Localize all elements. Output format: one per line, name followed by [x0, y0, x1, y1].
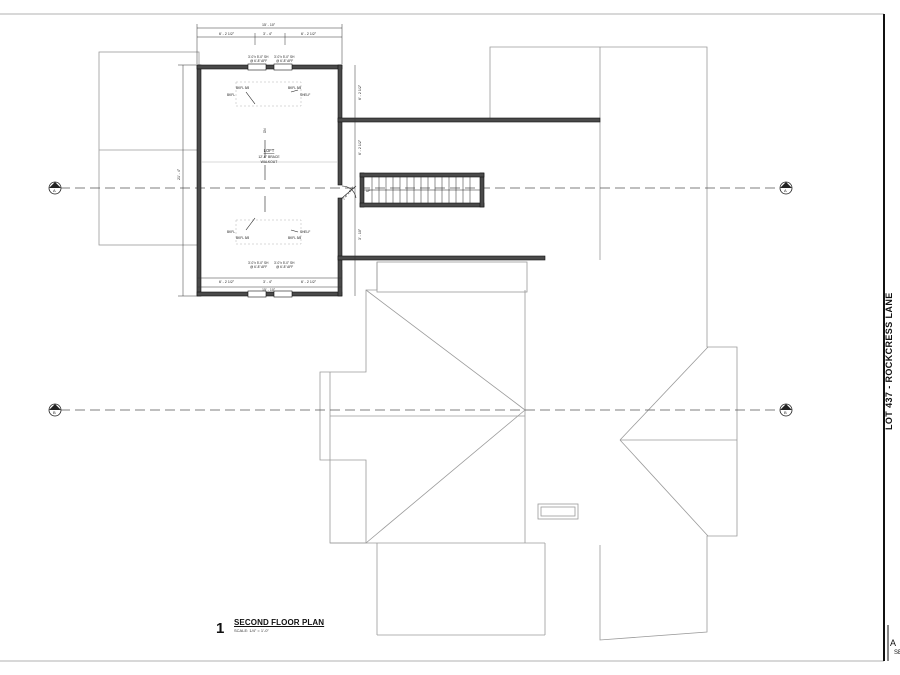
- dim-top-overall: 15' - 10": [262, 23, 276, 27]
- window-tag-bottom-right: 3'-0"x 5'-0" SH: [274, 261, 295, 265]
- dim-top-right: 6' - 2 1/2": [301, 32, 317, 36]
- closet-tag-a: BKFL 5/8: [236, 86, 249, 90]
- grid-label-a-left: A: [53, 188, 56, 193]
- window-tag-bottom-left-2: @ 6'-8" AFF: [250, 265, 267, 269]
- dim-side-left: 21' - 4": [177, 168, 181, 180]
- stair-up-tag: UP: [366, 189, 370, 193]
- window-tag-top-right-2: @ 6'-8" AFF: [276, 59, 293, 63]
- window-tag-bottom-left: 3'-0"x 5'-0" SH: [248, 261, 269, 265]
- roof-outline: [98, 46, 738, 641]
- stair-treads: [364, 177, 480, 203]
- closet-tag-c: BKFL 5/8: [236, 236, 249, 240]
- grid-label-b-left: B: [53, 410, 56, 415]
- room-line-2: 12'-6" BRACE: [258, 155, 280, 159]
- grid-label-b-right: B: [784, 410, 787, 415]
- sheet-number-fragment: A: [890, 638, 897, 648]
- door-swing: [341, 185, 357, 199]
- shelf-tag-b: SHELF: [300, 93, 310, 97]
- window-tag-top-right: 3'-0"x 5'-0" SH: [274, 55, 295, 59]
- dim-top-mid: 3' - 4": [263, 32, 273, 36]
- shelf-tag-c: BKFL: [227, 230, 235, 234]
- grid-lines: [60, 187, 785, 411]
- plan-title: SECOND FLOOR PLAN: [234, 618, 325, 627]
- dim-bottom-mid: 3' - 4": [263, 280, 273, 284]
- closet-tag-d: BKFL 5/8: [288, 236, 301, 240]
- window-tag-bottom-right-2: @ 6'-8" AFF: [276, 265, 293, 269]
- shelf-tag-d: SHELF: [300, 230, 310, 234]
- window-tag-top-left: 3'-0"x 5'-0" SH: [248, 55, 269, 59]
- interior-linework: [201, 81, 338, 245]
- dim-top-left: 6' - 2 1/2": [219, 32, 235, 36]
- window-openings: [247, 63, 293, 298]
- dim-bottom-right: 6' - 2 1/2": [301, 280, 317, 284]
- grid-marker-fills: [49, 182, 792, 410]
- room-name: LOFT: [264, 148, 275, 153]
- grid-label-a-right: A: [784, 188, 787, 193]
- closet-marks: [245, 89, 299, 233]
- sheet-label-fragment: SE: [894, 650, 900, 656]
- window-tag-top-left-2: @ 6'-8" AFF: [250, 59, 267, 63]
- project-label: LOT 437 - ROCKCRESS LANE: [884, 292, 894, 430]
- dim-right-3: 3' - 10": [358, 228, 362, 240]
- shelf-tag-a: BKFL: [227, 93, 235, 97]
- grid-markers: [48, 181, 793, 417]
- loft-walls: [196, 64, 601, 297]
- sheet-border: [0, 13, 884, 662]
- dimension-lines: [178, 24, 356, 297]
- closet-tag-b: BKFL 5/8: [288, 86, 301, 90]
- dim-right-2: 6' - 2 1/2": [358, 139, 362, 155]
- plan-scale: SCALE: 1/4" = 1'-0": [234, 628, 269, 633]
- stair-down-tag: DN: [263, 128, 267, 133]
- dim-bottom-overall: 15' - 10": [262, 288, 276, 292]
- plan-number: 1: [216, 620, 225, 637]
- dim-bottom-left: 6' - 2 1/2": [219, 280, 235, 284]
- room-line-3: WALKOUT: [261, 160, 278, 164]
- dim-right-1: 6' - 2 1/2": [358, 84, 362, 100]
